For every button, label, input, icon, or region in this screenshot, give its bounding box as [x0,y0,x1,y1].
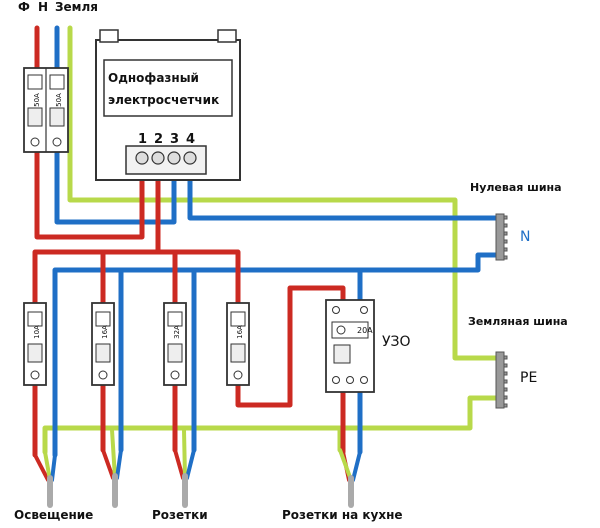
main-breaker: 50A 50A [23,67,69,153]
breaker-2: 16A [91,302,115,386]
earth-wire-input [67,25,503,361]
rcd-device: 20A [325,299,375,393]
neutral-wire-to-meter [54,147,177,225]
earth-wire-outputs [42,395,503,455]
label-kitchen-sockets: Розетки на кухне [282,508,403,522]
label-lighting: Освещение [14,508,94,522]
cable-sockets-2 [173,428,196,508]
cable-sockets [101,428,123,508]
neutral-bus-symbol: N [520,229,531,245]
breaker-4-rating: 16A [236,325,244,339]
neutral-distribution [52,252,500,458]
meter-terminal-blocks [135,151,197,165]
neutral-wire-meter-to-bus [187,165,500,221]
meter-terminal-1: 1 [138,132,147,147]
label-neutral: Н [38,0,49,14]
label-sockets: Розетки [152,508,208,522]
breaker-2-rating: 16A [101,325,109,339]
phase-b4-to-rcd [235,285,346,408]
breaker-3: 32A [163,302,187,386]
electricity-meter: Однофазный электросчетчик 1 2 3 4 [95,29,241,181]
breaker-1-rating: 10A [33,325,41,339]
meter-terminal-2: 2 [154,132,163,147]
label-earth: Земля [55,0,98,14]
breaker-4: 16A [226,302,250,386]
main-breaker-rating-1: 50A [33,93,41,107]
cable-lighting [33,450,57,508]
neutral-bus-title: Нулевая шина [470,181,562,194]
earth-bus [495,351,508,409]
rcd-rating: 20A [357,326,373,335]
rcd-label: УЗО [382,334,411,350]
earth-bus-title: Земляная шина [468,315,568,328]
main-breaker-rating-2: 50A [55,93,63,107]
earth-bus-symbol: PE [520,370,538,386]
label-phase: Ф [18,0,30,14]
breaker-3-rating: 32A [173,325,181,339]
meter-title-line2: электросчетчик [108,93,219,107]
meter-terminal-4: 4 [186,132,195,147]
meter-title-line1: Однофазный [108,71,199,85]
neutral-bus [495,213,508,261]
meter-terminal-3: 3 [170,132,179,147]
phase-wire-to-meter [34,147,145,240]
breaker-1: 10A [23,302,47,386]
phase-distribution [32,249,241,308]
cable-kitchen [338,448,362,508]
